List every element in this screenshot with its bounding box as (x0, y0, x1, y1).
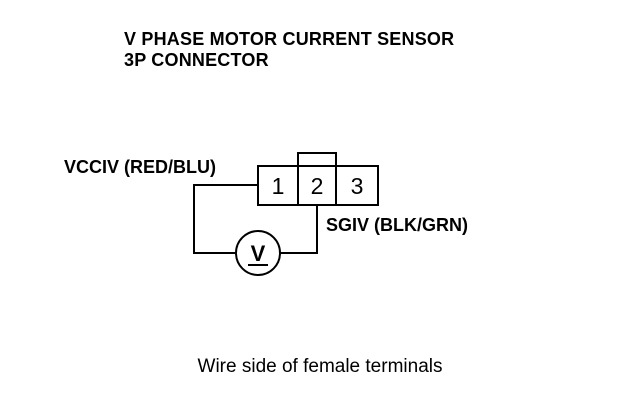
voltmeter-symbol: V (251, 241, 266, 266)
diagram-subtitle: 3P CONNECTOR (124, 50, 269, 70)
pin-1-number: 1 (272, 173, 285, 199)
voltmeter-icon: V (235, 230, 281, 276)
pin-3-number: 3 (351, 173, 364, 199)
pin-2-number: 2 (311, 173, 324, 199)
diagram-title: V PHASE MOTOR CURRENT SENSOR (124, 29, 455, 49)
connector-lock-tab (297, 152, 337, 167)
sgiv-wire-label: SGIV (BLK/GRN) (326, 215, 468, 235)
probe-wire-pin-2 (280, 205, 318, 254)
diagram-caption: Wire side of female terminals (197, 356, 443, 377)
probe-wire-pin-1 (193, 184, 258, 254)
vcciv-wire-label: VCCIV (RED/BLU) (64, 157, 216, 177)
